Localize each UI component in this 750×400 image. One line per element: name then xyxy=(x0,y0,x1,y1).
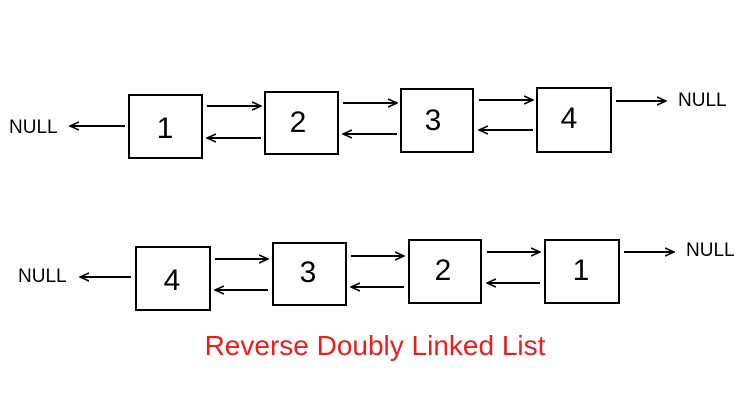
node-value: 4 xyxy=(561,102,578,135)
left-null-label: NULL xyxy=(9,117,58,138)
node-box xyxy=(135,246,211,311)
node-value: 2 xyxy=(290,106,307,139)
node-value: 1 xyxy=(157,112,174,145)
node-value: 3 xyxy=(425,104,442,137)
node-value: 3 xyxy=(300,256,317,289)
left-null-label: NULL xyxy=(18,266,67,287)
node-box xyxy=(272,242,347,306)
node-value: 1 xyxy=(573,254,590,287)
node-box xyxy=(408,239,482,304)
node-box xyxy=(536,87,612,153)
node-box xyxy=(400,88,474,153)
node-box xyxy=(128,94,203,159)
reversed-list: NULL 4 3 2 1 NULL xyxy=(18,239,735,311)
right-null-label: NULL xyxy=(678,90,727,111)
right-null-label: NULL xyxy=(686,240,735,261)
node-value: 2 xyxy=(435,254,452,287)
diagram-caption: Reverse Doubly Linked List xyxy=(204,330,546,361)
node-box xyxy=(544,239,620,304)
original-list: NULL 1 2 3 4 NULL xyxy=(9,87,727,159)
node-value: 4 xyxy=(164,264,181,297)
node-box xyxy=(264,91,339,155)
